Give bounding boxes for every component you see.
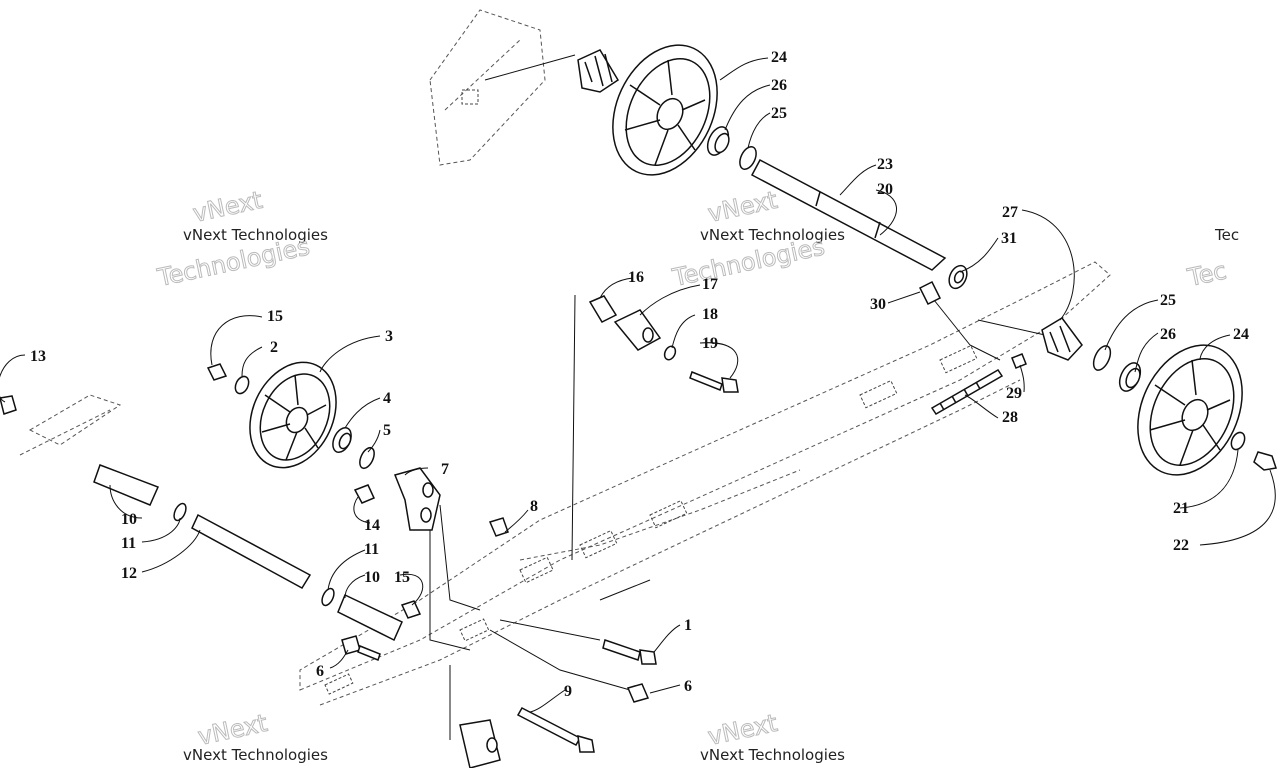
callout-26-top: 26 — [771, 77, 787, 94]
callout-1: 1 — [684, 617, 692, 634]
callout-6-left: 6 — [316, 663, 324, 680]
callout-25-top: 25 — [771, 105, 787, 122]
top-idler-wheel — [612, 44, 718, 176]
block-7 — [393, 467, 441, 531]
watermark-outline: vNext — [195, 709, 269, 751]
leader-lines — [0, 57, 1276, 713]
hub-27 — [1041, 317, 1083, 361]
callout-26-right: 26 — [1160, 326, 1176, 343]
callout-12: 12 — [121, 565, 137, 582]
callout-10-top: 10 — [121, 511, 137, 528]
spacer-10-top — [93, 464, 160, 506]
hub-top — [577, 49, 620, 93]
bearing-4 — [332, 426, 352, 454]
right-idler-wheel — [1137, 344, 1243, 476]
spacer-10-bottom — [337, 593, 403, 642]
snap-ring-25-top — [739, 145, 757, 171]
nut-8 — [488, 517, 509, 537]
callout-15-top: 15 — [267, 308, 283, 325]
snap-ring-25-right — [1092, 345, 1112, 371]
washer-11-top — [173, 502, 187, 522]
callout-2: 2 — [270, 339, 278, 356]
shaft-12 — [191, 513, 312, 589]
connector-lines — [429, 54, 1046, 740]
watermark-text: vNext Technologies — [700, 746, 845, 764]
callout-24-right: 24 — [1233, 326, 1249, 343]
callout-28: 28 — [1002, 409, 1018, 426]
callout-17: 17 — [702, 276, 718, 293]
block-17 — [613, 309, 662, 351]
rail-cutouts — [324, 89, 978, 695]
watermark-outline: vNext — [705, 709, 779, 751]
watermark-outline: Tec — [1184, 256, 1229, 292]
washer-2 — [234, 375, 250, 395]
callout-19: 19 — [702, 335, 718, 352]
callout-20: 20 — [877, 181, 893, 198]
nut-14 — [353, 484, 376, 504]
callout-14: 14 — [364, 517, 380, 534]
callout-18: 18 — [702, 306, 718, 323]
callout-29: 29 — [1006, 385, 1022, 402]
callout-3: 3 — [385, 328, 393, 345]
watermark-outline: vNext — [705, 186, 779, 228]
slide-rail-outline — [19, 9, 1111, 706]
washer-18 — [663, 345, 677, 361]
left-idler-wheel — [249, 361, 337, 469]
callout-23: 23 — [877, 156, 893, 173]
callout-31: 31 — [1001, 230, 1017, 247]
callout-16: 16 — [628, 269, 644, 286]
bolt-9 — [516, 707, 595, 753]
callout-15-bottom: 15 — [394, 569, 410, 586]
callout-25-right: 25 — [1160, 292, 1176, 309]
nut-15-top — [206, 363, 228, 381]
bolt-6-left — [341, 635, 381, 661]
watermark-text: vNext Technologies — [183, 226, 328, 244]
nut-29 — [1011, 353, 1027, 369]
callout-22: 22 — [1173, 537, 1189, 554]
watermark-text: vNext Technologies — [700, 226, 845, 244]
rear-axle — [750, 158, 947, 271]
callout-11-bottom: 11 — [364, 541, 379, 558]
callout-labels: 1 2 3 4 5 6 6 7 8 9 10 10 11 11 12 13 14… — [30, 49, 1249, 700]
callout-8: 8 — [530, 498, 538, 515]
callout-27: 27 — [1002, 204, 1018, 221]
spacer-16 — [588, 295, 618, 323]
callout-9: 9 — [564, 683, 572, 700]
bottom-block — [459, 719, 501, 768]
bearing-26-top — [706, 126, 730, 156]
nut-15-bottom — [400, 600, 422, 619]
bolt-28 — [930, 368, 1004, 416]
bolt-6-right — [626, 683, 650, 703]
bolt-19 — [689, 371, 739, 393]
callout-13: 13 — [30, 348, 46, 365]
bolt-1 — [602, 639, 657, 665]
watermark-text: Tec — [1214, 226, 1239, 244]
callout-5: 5 — [383, 422, 391, 439]
nut-13 — [0, 395, 17, 415]
callout-24-top: 24 — [771, 49, 787, 66]
watermark-text: vNext Technologies — [183, 746, 328, 764]
callout-6-right: 6 — [684, 678, 692, 695]
callout-10-bottom: 10 — [364, 569, 380, 586]
callout-11-top: 11 — [121, 535, 136, 552]
washer-11-bottom — [321, 587, 335, 607]
bearing-26-right — [1118, 362, 1142, 392]
watermark-outline: vNext — [190, 186, 264, 228]
washer-31 — [948, 264, 968, 290]
washer-21 — [1230, 431, 1246, 451]
callout-30: 30 — [870, 296, 886, 313]
bolt-22 — [1253, 451, 1277, 471]
snap-ring-5 — [359, 446, 375, 470]
block-30 — [918, 280, 942, 306]
callout-7: 7 — [441, 461, 449, 478]
callout-4: 4 — [383, 390, 391, 407]
callout-21: 21 — [1173, 500, 1189, 517]
